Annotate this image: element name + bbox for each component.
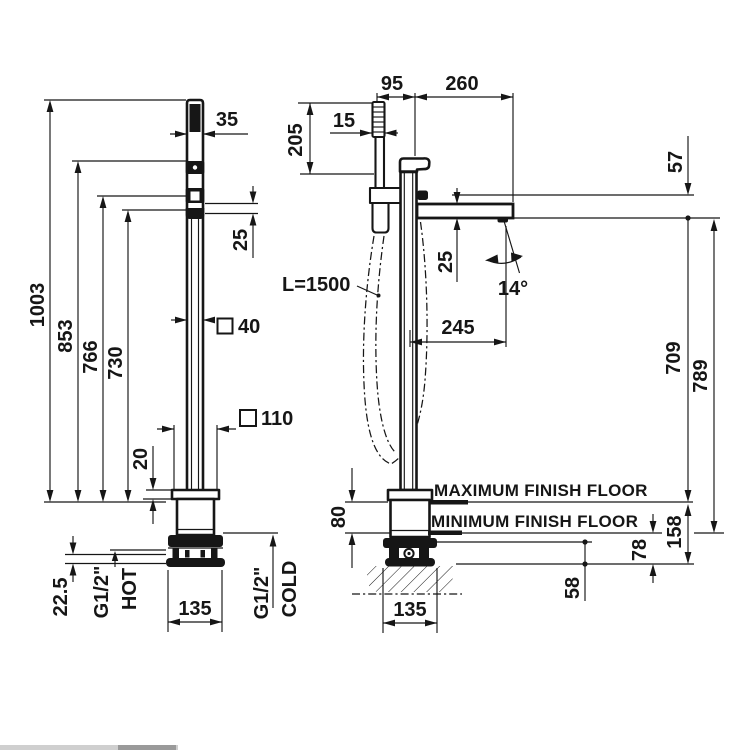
dim-front-40: 40 <box>238 316 260 338</box>
side-dim-57: 57 <box>452 136 694 196</box>
side-dim-205: 205 <box>285 102 374 175</box>
dim-front-35: 35 <box>216 109 238 131</box>
front-dim-25: 25 <box>205 186 258 258</box>
dim-front-25: 25 <box>230 229 252 251</box>
scrollbar-thumb[interactable] <box>118 745 176 750</box>
dim-side-135: 135 <box>393 599 426 621</box>
dim-side-205: 205 <box>285 123 307 156</box>
dim-front-730: 730 <box>105 346 127 379</box>
square-section-icon <box>239 409 257 427</box>
dim-side-58: 58 <box>562 577 584 599</box>
spout <box>415 202 515 220</box>
side-dim-158: 158 <box>664 504 692 564</box>
dim-side-709: 709 <box>663 341 685 374</box>
front-handshower-head <box>189 104 201 132</box>
square-section-icon <box>216 317 234 335</box>
dim-side-95: 95 <box>381 73 403 95</box>
side-base <box>352 488 462 595</box>
dim-side-15: 15 <box>333 110 355 132</box>
side-dim-25: 25 <box>435 188 461 282</box>
side-dim-58: 58 <box>437 539 592 601</box>
shower-hose <box>362 235 392 465</box>
dim-side-25: 25 <box>435 251 457 273</box>
side-escutcheon <box>389 498 431 539</box>
side-base-plate <box>385 558 435 567</box>
diverter-knob <box>417 190 428 200</box>
shower-hose <box>390 221 428 465</box>
hot-thread-label: G1/2" <box>91 566 113 619</box>
dim-front-1003: 1003 <box>27 283 49 328</box>
handshower-handle <box>374 135 386 190</box>
side-dim-80: 80 <box>328 468 390 568</box>
dim-front-20: 20 <box>130 448 152 470</box>
handshower-bracket <box>368 186 404 205</box>
floor-section-hatch <box>366 566 456 593</box>
side-dim-709-789: 709 789 <box>514 215 724 534</box>
dim-front-110: 110 <box>261 408 293 430</box>
hose-length-label: L=1500 <box>282 274 381 298</box>
side-dim-95-260: 95 260 <box>376 73 514 202</box>
cold-thread-label: G1/2" <box>251 567 273 620</box>
dim-front-766: 766 <box>80 340 102 373</box>
finish-floor-labels: MAXIMUM FINISH FLOOR MINIMUM FINISH FLOO… <box>428 481 693 535</box>
front-lower-band <box>185 208 205 219</box>
mixer-lever <box>398 157 431 173</box>
max-finish-floor-label: MAXIMUM FINISH FLOOR <box>434 481 648 500</box>
dim-hose-length: L=1500 <box>282 274 350 296</box>
cold-label: COLD <box>279 561 301 618</box>
spout-outlet <box>497 217 508 223</box>
cold-inlet-label: G1/2" COLD <box>223 532 301 620</box>
dim-side-57: 57 <box>665 151 687 173</box>
dim-front-135: 135 <box>178 598 211 620</box>
min-finish-floor-label: MINIMUM FINISH FLOOR <box>431 512 638 531</box>
front-fixture <box>166 98 225 567</box>
front-dim-110: 110 <box>157 408 293 489</box>
hot-label: HOT <box>119 568 141 610</box>
dim-side-260: 260 <box>445 73 478 95</box>
dim-side-158: 158 <box>664 515 686 548</box>
side-dim-15: 15 <box>330 110 398 137</box>
horizontal-scrollbar[interactable] <box>0 745 178 750</box>
side-collar <box>386 488 434 502</box>
side-dim-78: 78 <box>456 514 694 583</box>
front-base-plate <box>166 558 225 567</box>
front-dim-135: 135 <box>167 570 223 632</box>
hot-inlet-label: G1/2" HOT <box>91 551 141 618</box>
front-dim-20: 20 <box>130 446 172 524</box>
shower-hose <box>375 235 396 453</box>
dim-side-789: 789 <box>690 359 712 392</box>
side-dim-245: 245 <box>409 226 507 347</box>
handshower-lower <box>371 201 390 234</box>
front-mount-flange <box>168 535 223 547</box>
dim-front-22-5: 22.5 <box>50 578 72 617</box>
front-height-dimensions: 1003 853 766 730 <box>27 99 186 503</box>
side-mount-flange <box>383 538 437 548</box>
dim-side-245: 245 <box>441 317 474 339</box>
side-handshower <box>362 100 428 465</box>
front-dim-35: 35 <box>170 109 248 138</box>
dim-side-78: 78 <box>629 539 651 561</box>
side-view: 95 260 205 15 25 <box>282 73 724 633</box>
front-column <box>185 98 205 490</box>
side-dim-135: 135 <box>382 568 438 633</box>
side-column <box>399 170 418 492</box>
dim-front-853: 853 <box>55 319 77 352</box>
dim-side-80: 80 <box>328 506 350 528</box>
side-fixture <box>398 157 515 492</box>
front-view: 1003 853 766 730 35 <box>27 98 301 632</box>
dim-side-angle: 14° <box>498 278 528 300</box>
side-dim-angle: 14° <box>485 220 528 300</box>
front-dim-40: 40 <box>171 316 260 338</box>
front-collar <box>170 488 221 501</box>
